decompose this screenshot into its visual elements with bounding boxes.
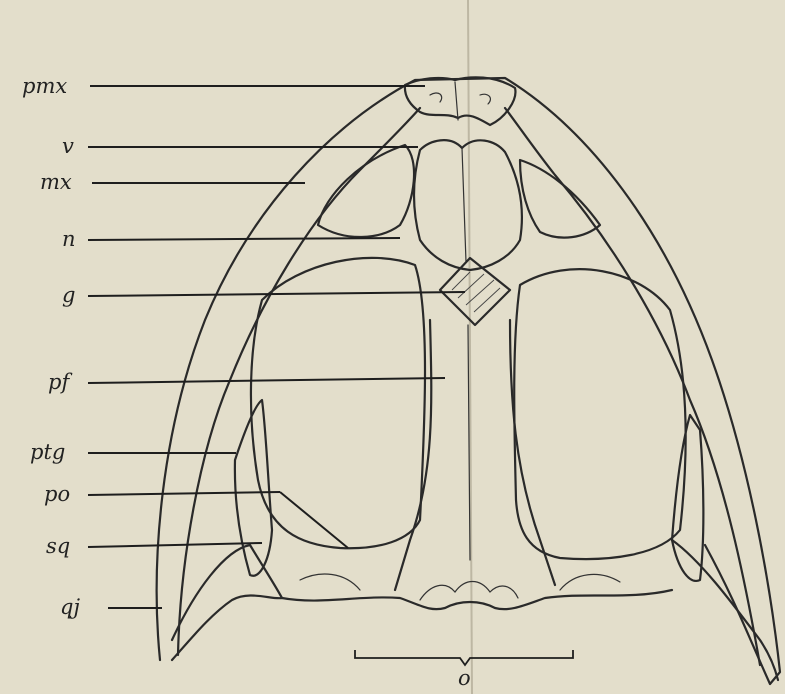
label-pmx: pmx [22, 76, 67, 97]
label-pf: pf [48, 372, 69, 393]
label-sq: sq [46, 536, 70, 557]
leader-sq [88, 543, 262, 547]
left-orbit [251, 258, 425, 548]
leader-po-bend [280, 492, 348, 548]
label-g: g [62, 285, 75, 306]
occipital-border [282, 590, 672, 609]
leader-lines [88, 86, 573, 665]
left-nasal-opening [318, 145, 414, 237]
label-o: o [458, 668, 471, 689]
frontoparietal-column [395, 320, 555, 590]
right-orbit [514, 269, 686, 559]
leader-g [88, 292, 465, 296]
leader-n [88, 238, 400, 240]
bracket-o [355, 650, 573, 665]
label-n: n [62, 229, 76, 250]
label-v: v [62, 136, 74, 157]
label-qj: qj [60, 597, 80, 618]
leader-po [88, 492, 280, 495]
right-pterygoid [672, 415, 703, 581]
right-nasal-opening [520, 160, 600, 238]
label-po: po [44, 484, 70, 505]
label-mx: mx [40, 172, 72, 193]
leader-pf [88, 378, 445, 383]
label-ptg: ptg [30, 442, 65, 463]
premaxilla [405, 77, 516, 125]
right-quadratojugal [672, 540, 778, 680]
